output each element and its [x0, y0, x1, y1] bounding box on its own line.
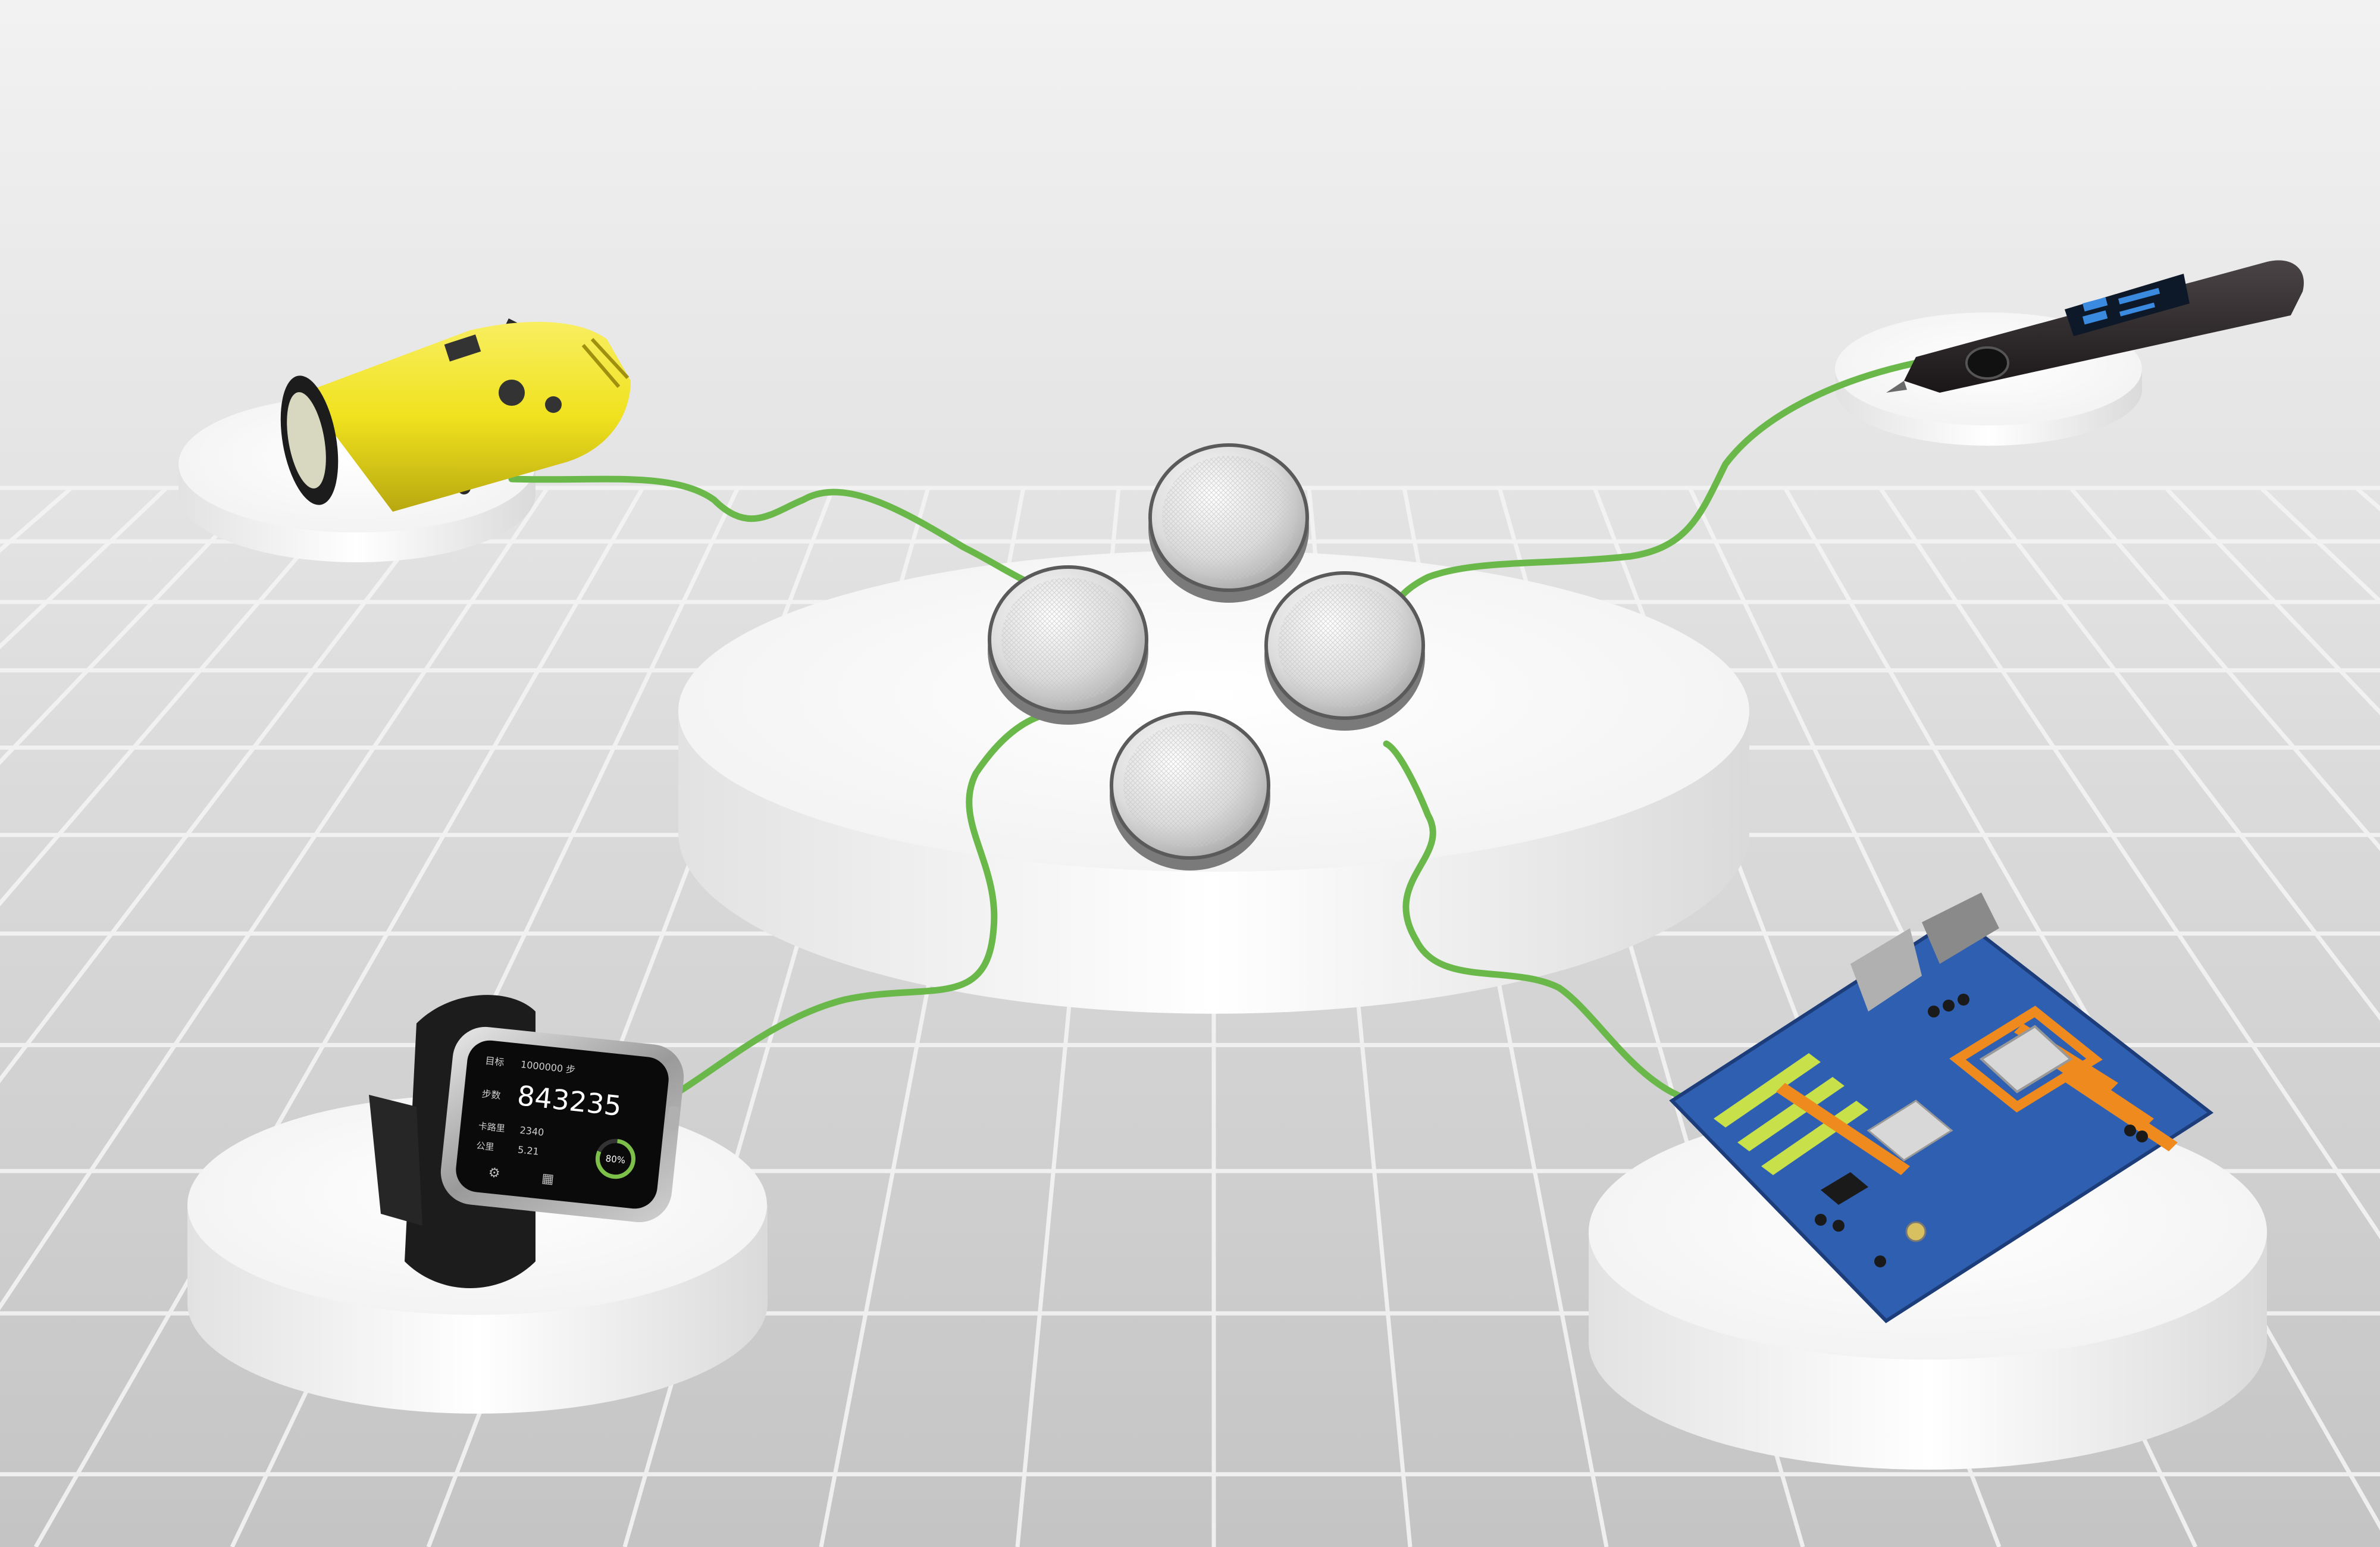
watch-calories-label: 卡路里 [478, 1120, 506, 1134]
flashlight-icon [280, 318, 631, 512]
coin-cell-battery-icon [1148, 443, 1309, 603]
grid-line [2069, 486, 2380, 851]
cable-pen [1395, 359, 1919, 605]
grid-line [0, 486, 454, 1083]
watch-steps-label: 步数 [481, 1088, 502, 1101]
grid-line [0, 486, 264, 765]
cable-watch [609, 710, 1051, 1125]
cables [508, 359, 1919, 1125]
apps-grid-icon: ▦ [541, 1171, 555, 1187]
watch-km-label: 公里 [476, 1140, 495, 1153]
watch-goal-label: 目标 [485, 1055, 505, 1068]
watch-calories-value: 2340 [519, 1125, 544, 1138]
smartwatch-icon: 目标 1000000 步 步数 843235 卡路里 2340 公里 5.21 … [369, 995, 684, 1288]
grid-line [0, 487, 549, 1311]
grid-line [1974, 486, 2380, 1021]
grid-line [33, 487, 645, 1547]
coin-cell-battery-icon [1264, 571, 1425, 731]
cable-motherboard [1383, 740, 1687, 1101]
coin-cell-battery-icon [988, 565, 1148, 725]
coin-cell-battery-icon [1110, 711, 1270, 870]
settings-icon: ⚙ [488, 1166, 501, 1182]
watch-progress-text: 80% [605, 1153, 626, 1166]
cable-flashlight [508, 475, 1051, 593]
motherboard-icon [1669, 892, 2214, 1323]
smart-pen-icon [1886, 260, 2304, 393]
grid-line [0, 486, 359, 907]
battery-group [988, 443, 1425, 870]
watch-km-value: 5.21 [517, 1144, 539, 1157]
grid-line [1878, 487, 2380, 1239]
grid-line [2164, 486, 2380, 716]
